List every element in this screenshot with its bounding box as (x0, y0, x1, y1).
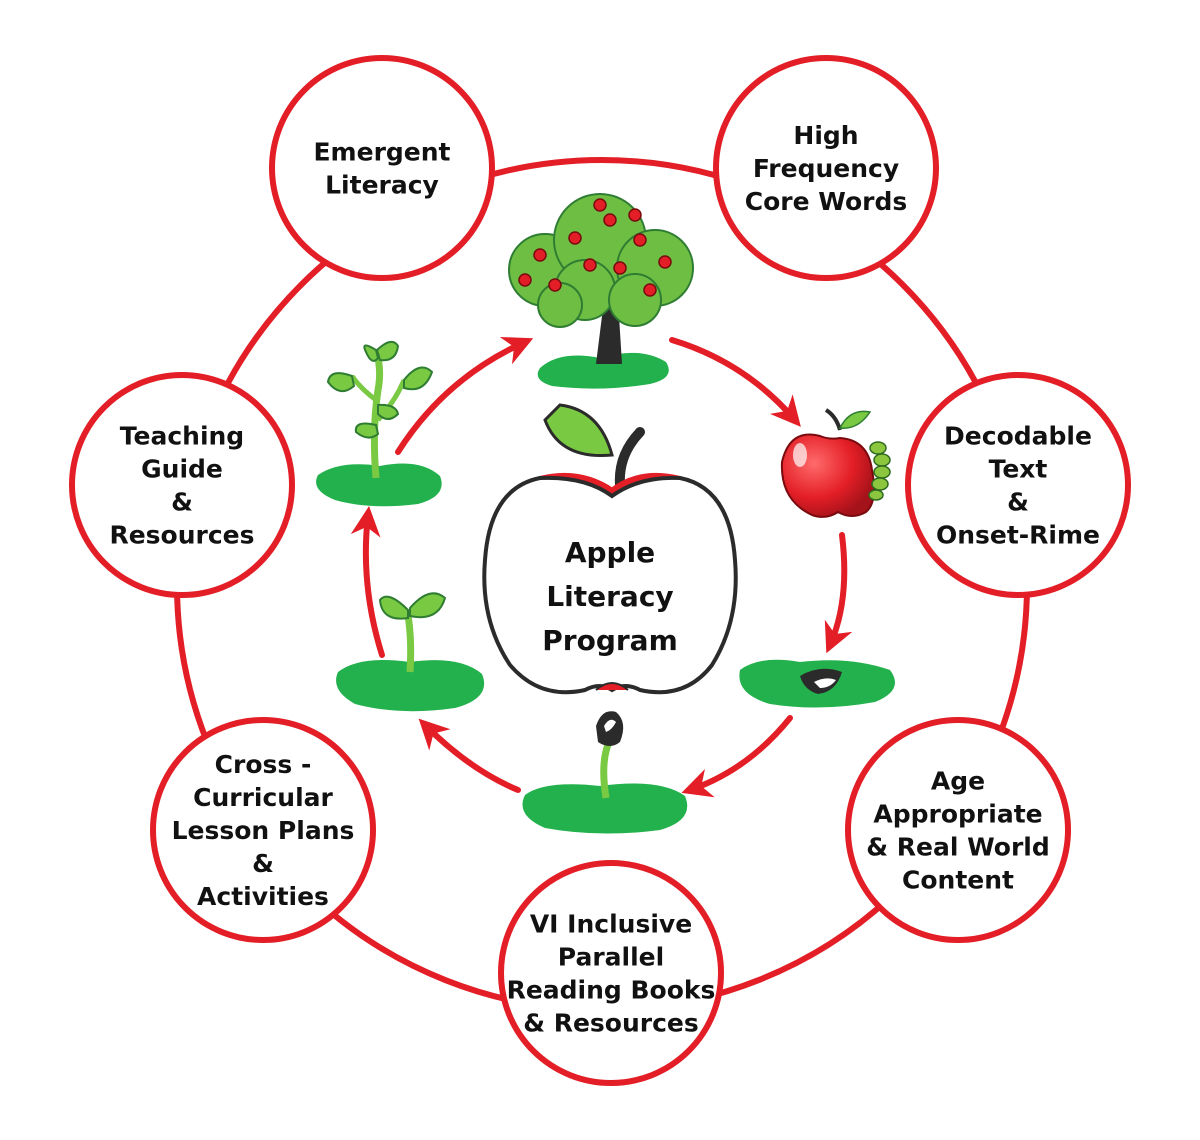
feature-label-line: & (171, 488, 193, 517)
center-title-line: Literacy (546, 580, 673, 613)
feature-label-line: High (793, 121, 858, 150)
feature-label-line: Teaching (120, 422, 244, 451)
seed-in-soil-icon (739, 659, 895, 708)
young-sapling-icon (316, 340, 442, 507)
feature-label-line: Age (931, 767, 985, 796)
cycle-arrow-icon (418, 718, 521, 793)
cycle-arrow-icon (681, 715, 793, 798)
feature-label-line: Activities (197, 882, 329, 911)
feature-label-line: & Resources (523, 1009, 699, 1038)
feature-label-line: Lesson Plans (172, 816, 355, 845)
feature-circle-outline (498, 860, 724, 1086)
feature-circle-outline (269, 55, 495, 281)
feature-label-line: Decodable (944, 422, 1092, 451)
feature-circle-outline (713, 55, 939, 281)
apple-outline-icon (482, 403, 738, 695)
center-title: Apple Literacy Program (542, 536, 678, 657)
feature-label-line: & (1007, 488, 1029, 517)
feature-label-line: Reading Books (507, 976, 716, 1005)
cycle-arrows (350, 336, 853, 798)
feature-label-line: Text (989, 455, 1048, 484)
apple-with-worm-icon (780, 408, 891, 518)
feature-label-line: Literacy (325, 171, 439, 200)
feature-label-line: & Real World (866, 833, 1050, 862)
feature-label-line: Cross - (215, 750, 312, 779)
center-title-line: Apple (565, 536, 655, 569)
cycle-arrow-icon (395, 336, 534, 455)
sprouting-seed-icon (522, 711, 688, 834)
feature-label-line: Parallel (558, 943, 664, 972)
cycle-arrow-icon (824, 532, 853, 654)
apple-tree-icon (508, 193, 694, 389)
feature-label-line: Onset-Rime (936, 521, 1100, 550)
feature-circle-outline (845, 717, 1071, 943)
feature-circle-outline (150, 717, 376, 943)
seedling-icon (336, 592, 485, 712)
feature-label-line: Frequency (753, 154, 899, 183)
feature-label-line: Content (902, 866, 1014, 895)
feature-label-line: & (252, 849, 274, 878)
feature-label-line: VI Inclusive (530, 910, 692, 939)
feature-circle-outline (69, 372, 295, 598)
cycle-arrow-icon (669, 337, 801, 427)
feature-label-line: Core Words (745, 187, 907, 216)
feature-label-line: Guide (141, 455, 223, 484)
feature-label-line: Appropriate (873, 800, 1042, 829)
feature-label-line: Emergent (313, 138, 450, 167)
feature-label-line: Curricular (193, 783, 333, 812)
cycle-arrow-icon (350, 506, 385, 658)
feature-circle-outline (905, 372, 1131, 598)
center-title-line: Program (542, 624, 678, 657)
feature-label-line: Resources (109, 521, 254, 550)
